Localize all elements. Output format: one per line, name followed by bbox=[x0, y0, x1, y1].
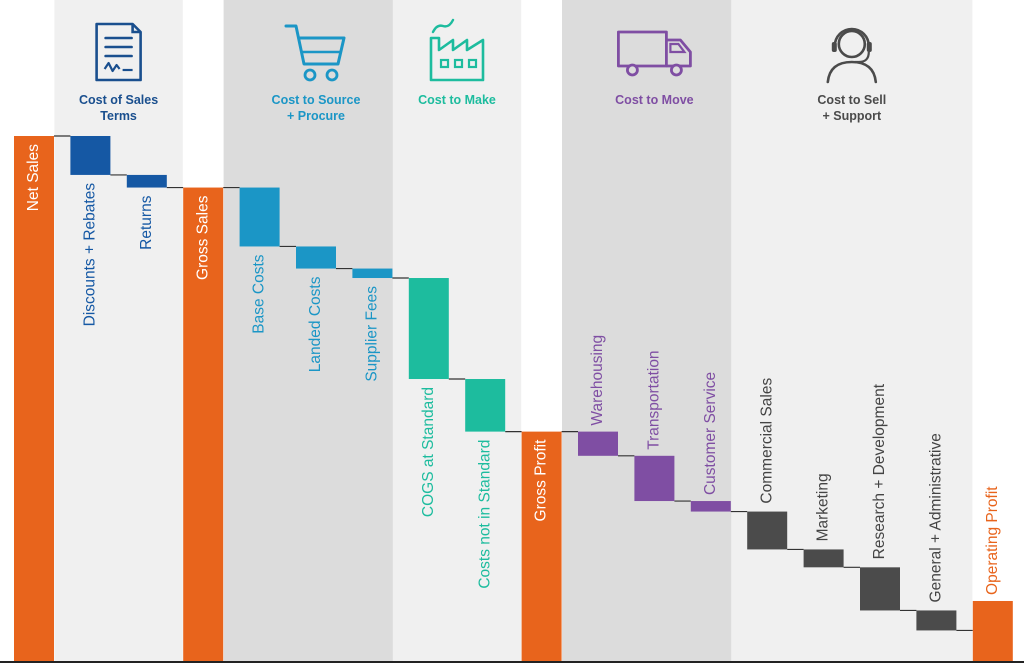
bar-gross-profit bbox=[521, 431, 562, 662]
bar-label-research-development: Research + Development bbox=[871, 383, 888, 559]
shopping-cart-icon bbox=[284, 24, 346, 82]
bar-base-costs bbox=[239, 187, 280, 247]
band-sell-support bbox=[731, 0, 973, 662]
bar-customer-service bbox=[690, 501, 731, 512]
band-source-procure bbox=[223, 0, 409, 662]
bar-connectors bbox=[54, 135, 973, 632]
bar-net-sales bbox=[14, 136, 54, 662]
bar-label-supplier-fees: Supplier Fees bbox=[363, 286, 380, 382]
bars bbox=[14, 136, 1013, 662]
headset-agent-icon bbox=[826, 27, 878, 84]
document-icon bbox=[95, 22, 142, 82]
bar-returns bbox=[126, 174, 167, 188]
bar-gross-sales bbox=[183, 187, 224, 662]
bar-label-operating-profit: Operating Profit bbox=[984, 486, 1001, 595]
bar-cogs-at-standard bbox=[408, 278, 449, 380]
category-title-source-procure: Cost to Source+ Procure bbox=[272, 93, 361, 123]
bar-label-customer-service: Customer Service bbox=[702, 372, 719, 495]
bar-label-gross-profit: Gross Profit bbox=[533, 439, 550, 522]
bar-label-returns: Returns bbox=[138, 195, 155, 250]
bar-marketing bbox=[803, 549, 844, 568]
factory-icon bbox=[429, 18, 485, 82]
bar-warehousing bbox=[578, 431, 618, 456]
bar-label-transportation: Transportation bbox=[645, 350, 662, 449]
bar-label-landed-costs: Landed Costs bbox=[307, 276, 324, 372]
bar-transportation bbox=[634, 455, 675, 502]
bar-label-gross-sales: Gross Sales bbox=[194, 195, 211, 280]
bar-research-development bbox=[860, 567, 900, 611]
bar-operating-profit bbox=[972, 600, 1013, 662]
bar-label-general-administrative: General + Administrative bbox=[927, 433, 944, 602]
bar-label-cogs-at-standard: COGS at Standard bbox=[420, 387, 437, 517]
category-bands bbox=[54, 0, 973, 662]
bar-label-commercial-sales: Commercial Sales bbox=[758, 378, 775, 504]
band-sales-terms bbox=[54, 0, 183, 662]
bar-discounts-rebates bbox=[70, 136, 111, 175]
bar-label-warehousing: Warehousing bbox=[589, 335, 606, 426]
bar-label-net-sales: Net Sales bbox=[25, 144, 42, 211]
bar-costs-not-in-standard bbox=[465, 379, 506, 432]
bar-general-administrative bbox=[916, 610, 957, 631]
truck-icon bbox=[617, 30, 692, 77]
bar-supplier-fees bbox=[352, 268, 393, 279]
bar-label-base-costs: Base Costs bbox=[251, 254, 268, 334]
bar-landed-costs bbox=[296, 246, 336, 269]
category-title-move: Cost to Move bbox=[615, 93, 694, 107]
bar-label-discounts-rebates: Discounts + Rebates bbox=[81, 183, 98, 327]
bar-commercial-sales bbox=[747, 511, 788, 550]
bar-label-marketing: Marketing bbox=[815, 473, 832, 541]
bar-label-costs-not-in-standard: Costs not in Standard bbox=[476, 440, 493, 589]
category-title-sell-support: Cost to Sell+ Support bbox=[817, 93, 886, 123]
band-move bbox=[562, 0, 747, 662]
category-title-make: Cost to Make bbox=[418, 93, 496, 107]
